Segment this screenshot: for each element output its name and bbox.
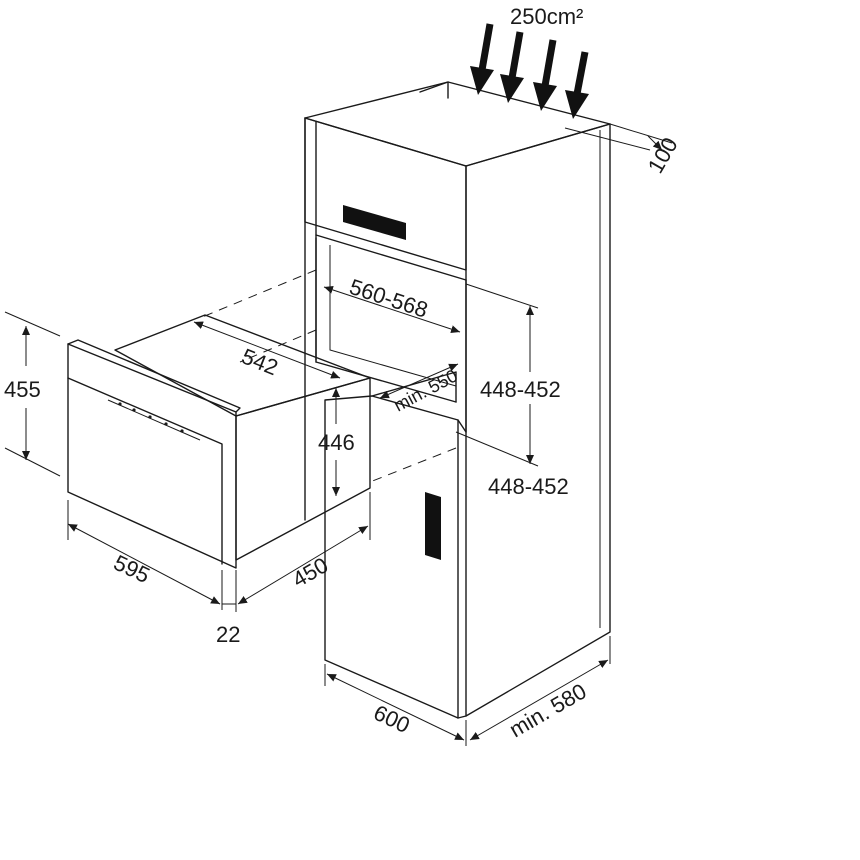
dimension-labels: 250cm² 100 560-568 448-452 448-452 min. … (4, 4, 683, 742)
arrow-icon (533, 39, 557, 111)
oven-right-side (235, 377, 371, 561)
label-oven-width: 595 (110, 550, 154, 588)
oven-buttons (118, 402, 184, 433)
label-cabinet-depth: min. 580 (505, 678, 591, 742)
niche-back-edge (329, 245, 457, 387)
label-niche-height-lower: 448-452 (488, 474, 569, 499)
oven-control-line (107, 399, 201, 441)
oven-front (67, 343, 237, 569)
label-airflow: 250cm² (510, 4, 583, 29)
arrow-icon (470, 23, 494, 95)
lower-door-handle (425, 492, 441, 560)
label-cabinet-width: 600 (370, 700, 414, 738)
oven-control-strip (67, 377, 223, 565)
lower-door-edge (457, 419, 467, 433)
label-niche-width: 560-568 (346, 274, 431, 323)
tall-cabinet (304, 81, 611, 719)
airflow-arrows (470, 23, 589, 119)
cabinet-base (457, 715, 467, 719)
cabinet-top (304, 81, 611, 167)
dimension-lines (4, 123, 673, 746)
label-front-thickness: 22 (216, 622, 240, 647)
niche-top-edge (315, 234, 467, 281)
label-niche-height-upper: 448-452 (480, 377, 561, 402)
arrow-icon (565, 51, 589, 119)
label-front-height: 455 (4, 377, 41, 402)
label-top-gap: 100 (643, 133, 683, 177)
cabinet-top-notch (419, 81, 449, 99)
upper-door-handle (343, 205, 406, 240)
oven-front-frame (67, 339, 241, 413)
label-niche-depth: min. 550 (390, 365, 460, 415)
label-body-height: 446 (318, 430, 355, 455)
oven (67, 314, 371, 569)
label-oven-depth-top: 542 (238, 343, 281, 380)
upper-door (304, 117, 467, 271)
arrow-icon (500, 31, 524, 103)
cabinet-right-side (465, 123, 611, 717)
